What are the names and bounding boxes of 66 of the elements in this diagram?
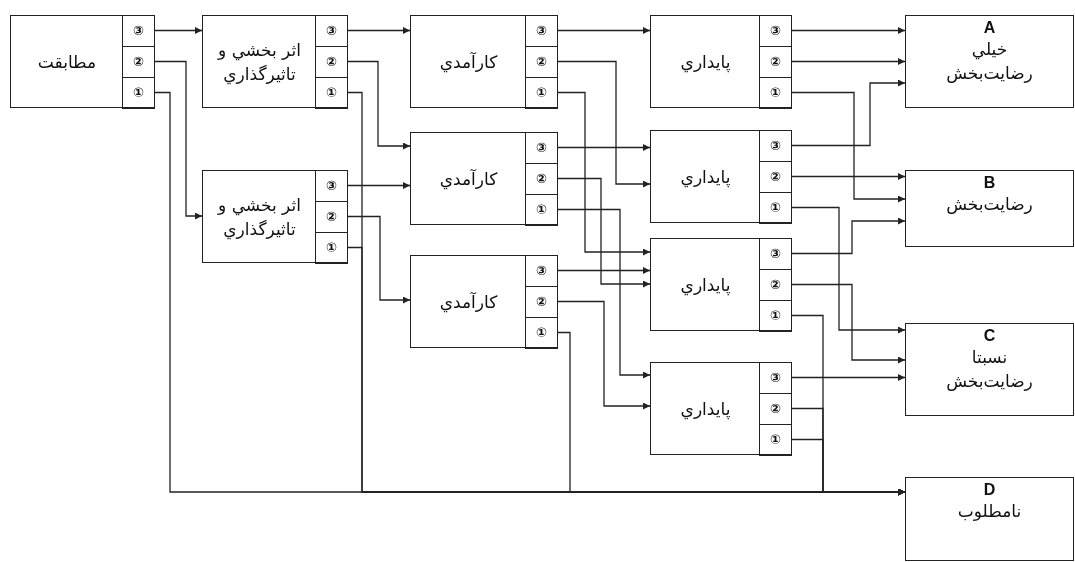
- port-cell: ①: [758, 299, 792, 332]
- arrow: [347, 27, 411, 34]
- outcome-label: نسبتا رضايت‌بخش: [945, 346, 1034, 393]
- outcome-box: [905, 170, 1074, 247]
- criterion-box: [202, 170, 348, 263]
- outcome-box: [905, 323, 1074, 416]
- criterion-box: [410, 132, 558, 225]
- arrow: [557, 267, 651, 274]
- arrow: [791, 206, 906, 334]
- criterion-label: کارآمدي: [439, 50, 498, 74]
- arrow: [791, 438, 906, 496]
- arrow: [791, 79, 906, 147]
- criterion-label: اثر بخشي و تاثيرگذاري: [216, 193, 302, 241]
- port-cell: ①: [314, 231, 348, 264]
- arrow: [557, 300, 651, 410]
- criterion-box: [410, 255, 558, 348]
- port-cell: ①: [758, 423, 792, 456]
- arrow: [347, 182, 411, 189]
- arrow: [347, 60, 411, 150]
- criterion-box: [410, 15, 558, 108]
- port-cell: ①: [758, 191, 792, 224]
- criterion-box: [10, 15, 155, 108]
- arrow: [557, 208, 651, 379]
- arrow: [791, 27, 906, 34]
- criterion-label: مطابقت: [37, 50, 97, 74]
- port-cell: ①: [524, 193, 558, 226]
- outcome-letter: D: [983, 481, 996, 499]
- outcome-letter: B: [983, 174, 996, 192]
- criterion-label: پايداري: [680, 165, 731, 189]
- arrow: [557, 91, 651, 256]
- outcome-label: خيلي رضايت‌بخش: [945, 38, 1034, 85]
- arrow: [791, 283, 906, 364]
- criterion-label: کارآمدي: [439, 290, 498, 314]
- arrow: [791, 91, 906, 203]
- arrow: [791, 173, 906, 180]
- port-cell: ①: [121, 76, 155, 109]
- criterion-label: اثر بخشي و تاثيرگذاري: [216, 38, 302, 86]
- criterion-box: [650, 130, 792, 223]
- arrow: [791, 374, 906, 381]
- criterion-box: [650, 362, 792, 455]
- criterion-label: کارآمدي: [439, 167, 498, 191]
- criterion-label: پايداري: [680, 273, 731, 297]
- arrow: [791, 217, 906, 255]
- port-cell: ①: [758, 76, 792, 109]
- port-cell: ①: [314, 76, 348, 109]
- outcome-box: [905, 15, 1074, 108]
- criterion-box: [650, 15, 792, 108]
- port-cell: ①: [524, 76, 558, 109]
- arrow: [791, 58, 906, 65]
- arrow: [557, 60, 651, 188]
- arrow: [154, 60, 203, 220]
- outcome-label: رضايت‌بخش: [946, 193, 1033, 216]
- outcome-letter: C: [983, 327, 996, 345]
- outcome-letter: A: [983, 19, 996, 37]
- arrow: [347, 215, 411, 304]
- outcome-box: [905, 477, 1074, 561]
- arrow: [154, 27, 203, 34]
- criterion-box: [650, 238, 792, 331]
- arrow: [557, 27, 651, 34]
- port-cell: ①: [524, 316, 558, 349]
- criterion-label: پايداري: [680, 397, 731, 421]
- criterion-box: [202, 15, 348, 108]
- criterion-label: پايداري: [680, 50, 731, 74]
- arrow: [557, 144, 651, 151]
- outcome-label: نامطلوب: [957, 500, 1022, 523]
- arrow: [557, 177, 651, 288]
